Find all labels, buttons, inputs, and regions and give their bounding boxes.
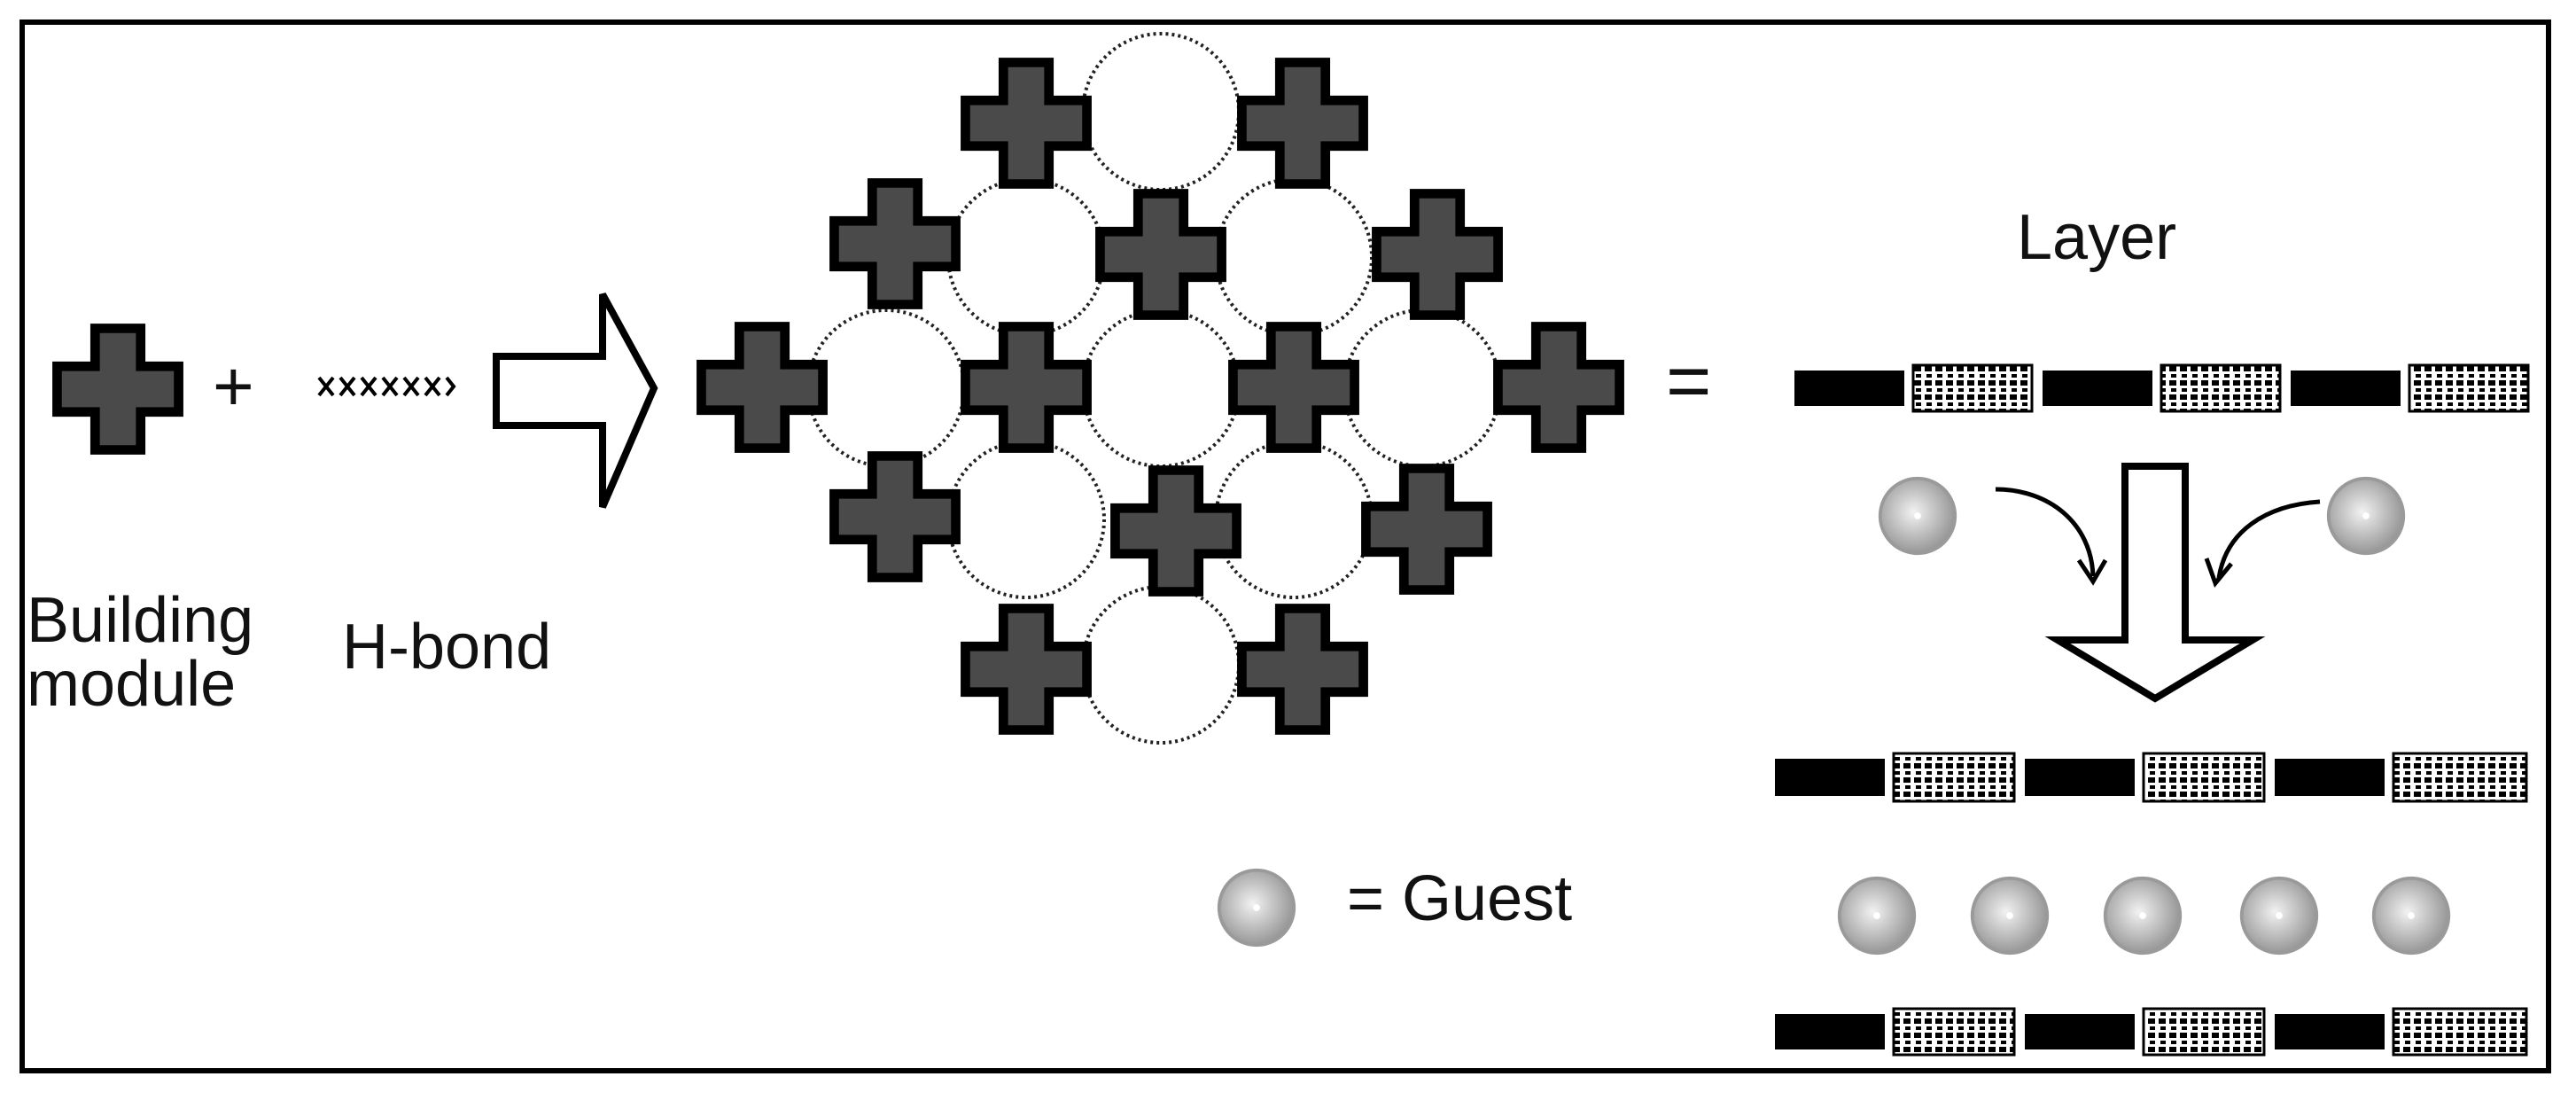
pore-circle — [1081, 308, 1241, 468]
guest-molecule-icon — [1970, 876, 2050, 956]
pore-circle — [1214, 177, 1374, 337]
layer-strip-bottom — [1775, 1007, 2528, 1057]
module-cross — [1376, 193, 1498, 315]
building-module-label-line2: module — [27, 649, 237, 720]
curved-arrows — [1995, 487, 2321, 589]
module-cross — [834, 456, 955, 577]
equals-sign: = — [1666, 337, 1712, 425]
pore-circle — [946, 177, 1106, 337]
reaction-arrow-icon — [493, 293, 658, 509]
guest-legend-icon — [1217, 868, 1296, 948]
module-cross — [1241, 62, 1363, 183]
module-cross — [1100, 193, 1221, 315]
module-cross — [1241, 608, 1363, 729]
pore-circle — [806, 308, 966, 468]
building-module-label-line1: Building — [27, 585, 254, 656]
guest-molecule-icon — [1837, 876, 1917, 956]
pore-circle — [1342, 308, 1502, 468]
building-module-icon — [57, 328, 178, 449]
hbond-network — [701, 32, 1619, 745]
module-cross — [1498, 326, 1619, 448]
h-bond-label: H-bond — [342, 612, 552, 683]
building-module-label: Building module — [27, 589, 253, 716]
module-cross — [1366, 468, 1487, 589]
curved-arrow-right-icon — [2216, 499, 2321, 579]
guest-molecule-icon — [2239, 876, 2319, 956]
guest-molecule-icon — [1878, 476, 1957, 556]
layer-label: Layer — [2017, 202, 2177, 273]
guest-molecule-icon — [2371, 876, 2451, 956]
module-cross — [701, 326, 822, 448]
module-cross — [965, 608, 1086, 729]
layer-strip-middle — [1775, 752, 2528, 803]
module-cross — [1233, 326, 1354, 448]
guest-molecule-icon — [2103, 876, 2183, 956]
module-cross — [965, 62, 1086, 183]
module-cross — [965, 326, 1086, 448]
intercalation-arrow-icon — [2044, 463, 2266, 703]
pore-circle — [1081, 32, 1241, 191]
h-bond-icon — [317, 376, 456, 397]
module-cross — [1115, 470, 1236, 591]
plus-sign: + — [213, 347, 254, 425]
layer-strip-top — [1794, 363, 2530, 413]
guest-label: = Guest — [1347, 863, 1573, 934]
guest-molecule-icon — [2326, 476, 2406, 556]
module-cross — [834, 183, 955, 304]
curved-arrow-left-icon — [1995, 487, 2096, 577]
pore-circle — [1081, 585, 1241, 745]
pore-circle — [946, 440, 1106, 599]
